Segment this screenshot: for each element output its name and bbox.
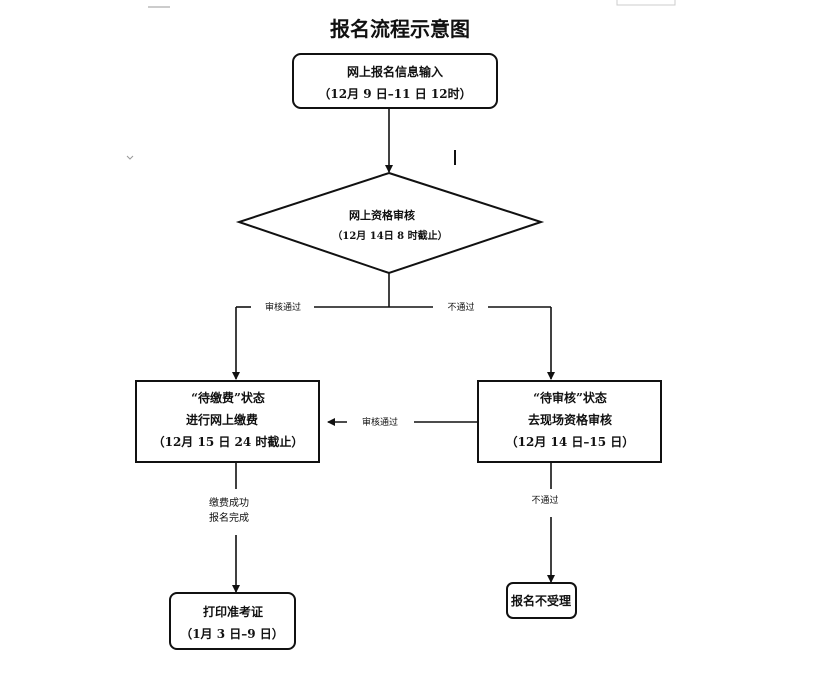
svg-text:（12月 14 日–15 日）: （12月 14 日–15 日） <box>506 434 635 449</box>
edge-onsite-pass: 审核通过 <box>327 416 478 428</box>
small-mark <box>126 155 134 160</box>
svg-text:（1月 3 日–9 日）: （1月 3 日–9 日） <box>180 626 284 641</box>
edge-review-branches: 审核通过 不通过 <box>232 273 555 380</box>
node-print-ticket: 打印准考证 （1月 3 日–9 日） <box>169 592 296 650</box>
label-review-fail: 不通过 <box>447 301 474 313</box>
label-onsite-fail: 不通过 <box>531 494 558 506</box>
svg-text:网上报名信息输入: 网上报名信息输入 <box>347 64 443 79</box>
node-pending-review: “待审核”状态 去现场资格审核 （12月 14 日–15 日） <box>477 380 662 463</box>
node-online-entry: 网上报名信息输入 （12月 9 日–11 日 12时） <box>292 53 498 109</box>
diagram-title: 报名流程示意图 <box>330 17 470 41</box>
svg-text:去现场资格审核: 去现场资格审核 <box>528 412 612 427</box>
svg-text:报名完成: 报名完成 <box>209 511 249 524</box>
page-corner-mark <box>616 0 676 6</box>
svg-text:打印准考证: 打印准考证 <box>203 604 263 619</box>
svg-text:（12月 9 日–11 日 12时）: （12月 9 日–11 日 12时） <box>318 86 471 101</box>
svg-text:网上资格审核: 网上资格审核 <box>349 208 415 222</box>
svg-text:“待缴费”状态: “待缴费”状态 <box>191 390 265 405</box>
node-rejected: 报名不受理 <box>506 582 577 619</box>
label-review-pass: 审核通过 <box>265 301 301 313</box>
svg-text:进行网上缴费: 进行网上缴费 <box>186 412 258 427</box>
node-online-review: 网上资格审核 （12月 14日 8 时截止） <box>235 171 545 275</box>
edge-payment-done: 缴费成功 报名完成 <box>209 462 249 593</box>
edge-onsite-fail: 不通过 <box>531 462 559 583</box>
svg-text:（12月 14日 8 时截止）: （12月 14日 8 时截止） <box>332 229 447 242</box>
node-pending-payment: “待缴费”状态 进行网上缴费 （12月 15 日 24 时截止） <box>135 380 320 463</box>
svg-text:报名不受理: 报名不受理 <box>511 593 571 608</box>
label-onsite-pass: 审核通过 <box>362 416 398 428</box>
svg-text:（12月 15 日 24 时截止）: （12月 15 日 24 时截止） <box>153 434 304 449</box>
svg-text:缴费成功: 缴费成功 <box>209 496 249 509</box>
svg-text:“待审核”状态: “待审核”状态 <box>533 390 607 405</box>
